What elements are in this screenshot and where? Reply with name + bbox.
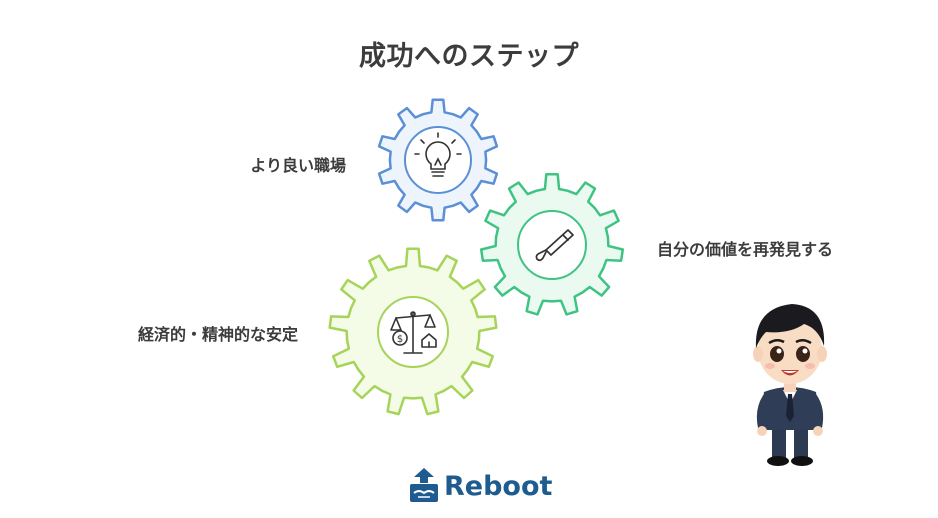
gear-rediscover-value [479, 173, 625, 316]
reboot-handshake-icon [410, 468, 438, 502]
quill-pen-icon [535, 229, 574, 262]
gear-better-workplace [377, 98, 499, 222]
businessman-avatar-icon [753, 304, 827, 466]
logo-text: Reboot [444, 470, 553, 502]
label-financial-stability: 経済的・精神的な安定 [137, 325, 298, 344]
label-better-workplace: より良い職場 [250, 156, 346, 175]
lightbulb-icon [414, 132, 462, 177]
page-title: 成功へのステップ [359, 41, 579, 72]
balance-scale-icon: $ [390, 311, 437, 354]
svg-text:$: $ [397, 334, 403, 345]
label-rediscover-value: 自分の価値を再発見する [657, 240, 834, 259]
gear-financial-stability: $ [328, 247, 498, 416]
reboot-logo: Reboot [410, 466, 552, 506]
